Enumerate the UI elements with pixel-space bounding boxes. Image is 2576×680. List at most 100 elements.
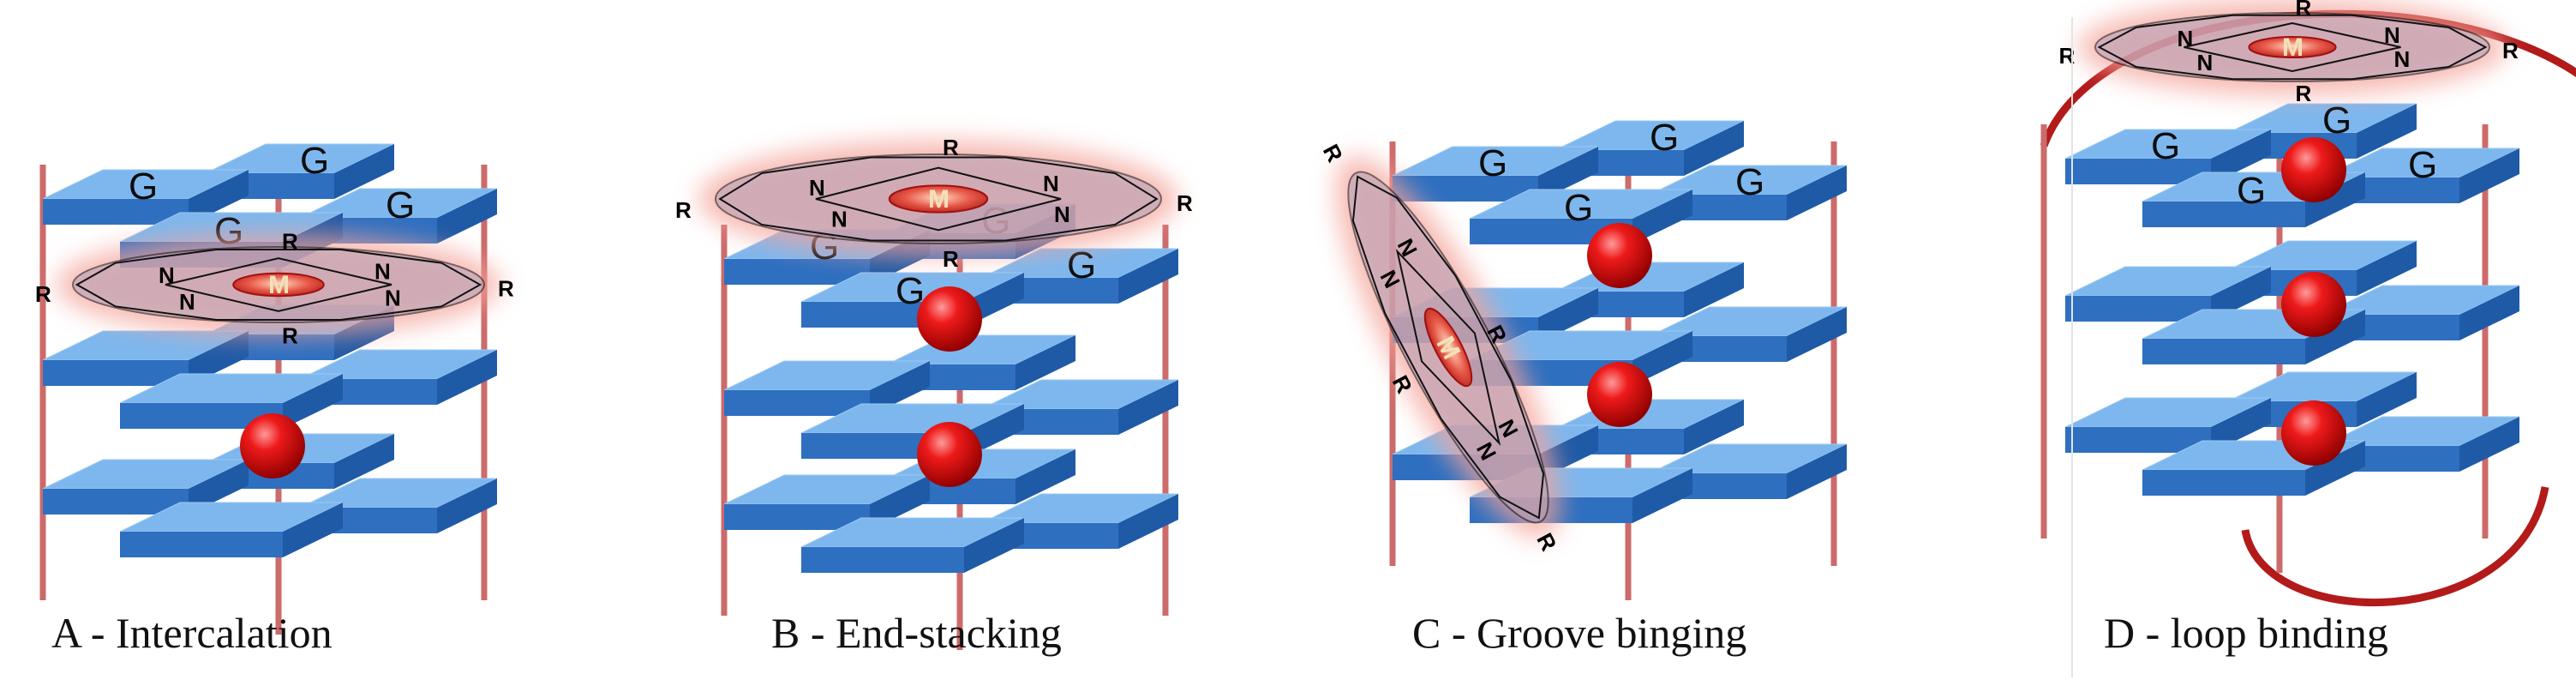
slab-back-left-front: [43, 199, 189, 225]
slab-back-left-side: [189, 460, 249, 515]
nitrogen-label: N: [831, 206, 848, 232]
nitrogen-label: N: [159, 262, 175, 288]
slab-back-right-side: [334, 144, 394, 199]
substituent-label: R: [35, 281, 51, 307]
porphyrin-pyrrole-outline: [718, 156, 1159, 242]
nitrogen-label: N: [385, 285, 401, 310]
slab-front-left-front: [2142, 202, 2305, 227]
guanine-label: G: [1564, 187, 1593, 229]
slab-front-right-side: [1118, 249, 1178, 304]
slab-back-right-side: [1684, 262, 1744, 317]
cation-sphere: [2281, 400, 2346, 466]
slab-back-left-side: [870, 361, 930, 416]
nitrogen-label: N: [1054, 202, 1070, 227]
slab-back-left-front: [2065, 159, 2211, 184]
slab-front-left-side: [2305, 310, 2365, 364]
slab-back-left-front: [1393, 176, 1538, 202]
cation-sphere: [917, 286, 982, 352]
guanine-label: G: [129, 165, 158, 208]
metal-label: M: [2282, 33, 2303, 62]
nitrogen-label: N: [809, 175, 825, 201]
slab-back-left-front: [2065, 427, 2211, 453]
guanine-label: G: [300, 140, 329, 182]
cation-sphere: [240, 413, 305, 478]
slab-back-left-side: [2211, 398, 2271, 453]
slab-back-right-side: [334, 434, 394, 489]
nitrogen-label: N: [2394, 46, 2411, 72]
slab-back-right-side: [2357, 372, 2417, 427]
substituent-label: R: [943, 246, 959, 272]
guanine-label: G: [2322, 99, 2351, 141]
slab-front-left-front: [2142, 339, 2305, 364]
porphyrin-inner-outline: [815, 166, 1062, 232]
nitrogen-label: N: [2178, 26, 2194, 51]
panel-b: GGGGNNNNRRRRMB - End-stacking: [675, 135, 1193, 657]
slab-back-left-front: [43, 360, 189, 386]
slab-front-right-side: [2459, 417, 2519, 472]
slab-back-right-side: [1015, 449, 1075, 504]
porphyrin-pyrrole-outline: [2097, 14, 2488, 81]
cation-sphere: [2281, 272, 2346, 337]
g-tetrad: G G G G: [2064, 99, 2520, 227]
slab-back-left-side: [870, 475, 930, 530]
slab-front-right-side: [437, 478, 497, 533]
slab-front-left-side: [283, 502, 343, 557]
porphyrin-inner-outline: [165, 257, 392, 312]
slab-back-left-side: [1538, 288, 1598, 343]
nitrogen-label: N: [2197, 50, 2214, 75]
slab-back-left-front: [724, 504, 870, 530]
slab-front-right-side: [437, 350, 497, 405]
guanine-label: G: [896, 270, 925, 312]
slab-front-left-side: [283, 374, 343, 429]
nitrogen-label: N: [179, 289, 195, 315]
metal-label: M: [928, 185, 950, 214]
slab-front-right-side: [437, 189, 497, 244]
slab-back-left-front: [724, 390, 870, 416]
cation-sphere: [1587, 223, 1652, 288]
substituent-label: R: [943, 135, 959, 160]
nitrogen-label: N: [2384, 22, 2400, 48]
guanine-label: G: [2237, 170, 2266, 212]
slab-front-left-front: [801, 547, 964, 573]
slab-back-left-front: [724, 259, 870, 285]
slab-back-right-side: [2357, 241, 2417, 296]
slab-front-left-side: [964, 518, 1024, 573]
guanine-label: G: [2151, 125, 2180, 167]
slab-back-left-front: [2065, 296, 2211, 322]
g-tetrad: [723, 448, 1179, 573]
slab-front-left-front: [120, 403, 283, 429]
guanine-label: G: [386, 184, 415, 226]
panel-caption-a: A - Intercalation: [51, 609, 332, 657]
slab-back-left-side: [189, 170, 249, 225]
panel-caption-d: D - loop binding: [2104, 609, 2388, 657]
guanine-label: G: [2408, 144, 2437, 186]
metal-center: [232, 272, 325, 298]
slab-back-right-side: [1684, 121, 1744, 176]
metal-label: M: [268, 271, 290, 299]
guanine-label: G: [1735, 161, 1764, 203]
substituent-label: R: [2059, 43, 2076, 69]
slab-front-right-side: [1787, 307, 1847, 362]
slab-front-left-side: [1632, 190, 1692, 244]
porphyrin-inner-outline: [2184, 21, 2401, 73]
panel-caption-c: C - Groove binging: [1412, 609, 1746, 657]
slab-front-right-side: [2459, 148, 2519, 203]
substituent-label: R: [1177, 190, 1193, 216]
slab-front-left-side: [1632, 468, 1692, 523]
slab-back-right-side: [1684, 400, 1744, 454]
metal-center: [888, 184, 989, 214]
slab-back-left-side: [189, 331, 249, 386]
slab-front-right-side: [2459, 286, 2519, 340]
cation-sphere: [2281, 137, 2346, 202]
slab-back-right-side: [1015, 335, 1075, 390]
slab-front-left-side: [2305, 172, 2365, 227]
slab-front-right-side: [1118, 380, 1178, 435]
